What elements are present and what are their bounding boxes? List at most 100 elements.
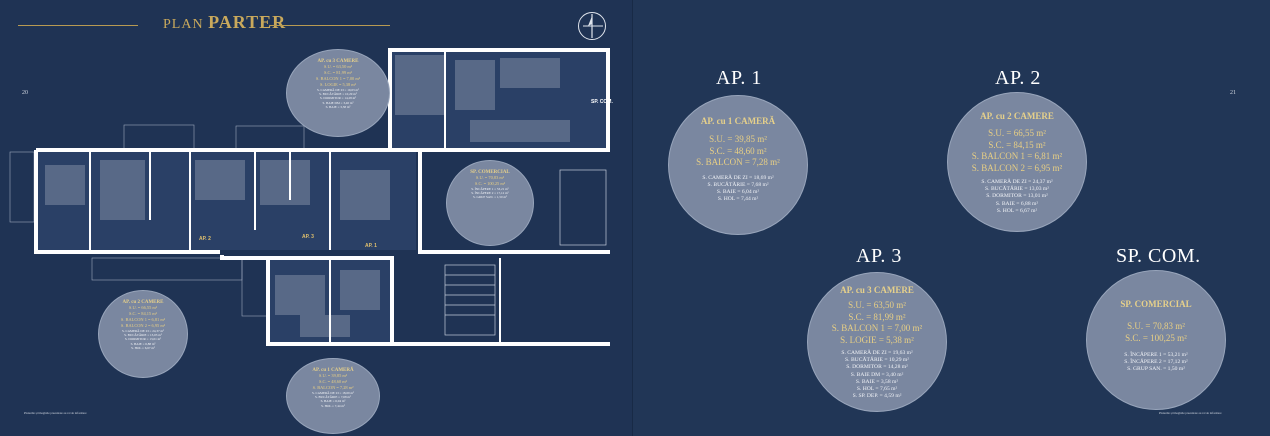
info-circle-spcom: SP. COMERCIAL S.U. = 70,83 m² S.C. = 100… [1086,270,1226,410]
page-title: PLAN PARTER [18,10,390,38]
circle-room: S. BAIE DM = 3,40 m² [322,100,354,105]
circle-sc: S.C. = 100,25 m² [1125,332,1187,343]
balcony-ap3 [235,125,305,151]
circle-room: S. ÎNCĂPERE 1 = 53,21 m² [1124,352,1188,358]
circle-room: S. BUCĂTĂRIE = 7,68 m² [707,181,769,188]
circle-room: S. HOL = 7,65 m² [856,386,898,393]
terrace-lower-left [91,257,243,281]
circle-room: S. CAMERĂ DE ZI = 24,37 m² [121,329,165,333]
circle-su: S.U. = 66,55 m² [128,305,158,310]
circle-balcon: S. BALCON = 7,28 m² [312,385,354,390]
circle-room: S. BUCĂTĂRIE = 13,03 m² [124,333,162,338]
circle-room: S. BAIE = 6,04 m² [320,399,346,404]
page-number-left: 20 [22,90,28,96]
compass-icon [578,12,606,40]
circle-sc: S.C. = 84,15 m² [988,139,1046,150]
plan-label-ap1: AP. 1 [365,243,377,249]
balcony-ap1 [241,257,269,317]
circle-room: S. BAIE = 6,04 m² [716,188,760,195]
circle-sc: S.C. = 81,99 m² [324,70,352,75]
title-rule-left [18,25,138,26]
circle-title: AP. cu 3 CAMERE [317,59,359,64]
circle-room: S. BAIE = 6,88 m² [995,200,1039,207]
circle-room: S. DORMITOR = 13,01 m² [986,193,1048,200]
circle-logie: S. LOGIE = 5,38 m² [320,82,356,87]
heading-ap2: AP. 2 [995,67,1041,89]
plan-label-ap3: AP. 3 [302,234,314,240]
balcony-ap2 [123,124,195,151]
circle-title: AP. cu 2 CAMERE [980,111,1054,121]
circle-su: S.U. = 63,50 m² [323,64,353,69]
circle-room: S. CAMERĂ DE ZI = 18,69 m² [702,174,774,181]
circle-room: S. SP. DEP. = 4,59 m² [852,393,902,400]
info-circle-ap2-small: AP. cu 2 CAMERE S.U. = 66,55 m² S.C. = 8… [98,290,188,378]
circle-balcon: S. BALCON 1 = 6,81 m² [120,317,166,322]
plan-label-spcom: SP. COM. [591,99,613,105]
circle-room: S. CAMERĂ DE ZI = 19,63 m² [316,88,360,92]
heading-ap3: AP. 3 [856,245,902,267]
info-circle-ap1: AP. cu 1 CAMERĂ S.U. = 39,85 m² S.C. = 4… [668,95,808,235]
circle-room: S. GRUP SAN. = 1,50 m² [1127,366,1185,373]
title-rule-right [270,25,390,26]
circle-room: S. HOL = 7,44 m² [321,403,345,408]
circle-title: SP. COMERCIAL [1120,299,1192,309]
circle-room: S. BUCĂTĂRIE = 7,68 m² [314,395,351,400]
info-circle-ap1-small: AP. cu 1 CAMERĂ S.U. = 39,85 m² S.C. = 4… [286,358,380,434]
circle-room: S. BUCĂTĂRIE = 10,29 m² [319,92,357,97]
info-circle-ap3-small: AP. cu 3 CAMERE S.U. = 63,50 m² S.C. = 8… [286,49,390,137]
circle-balcon: S. BALCON 1 = 7,00 m² [315,76,361,81]
circle-room: S. DORMITOR = 14,28 m² [319,96,357,101]
circle-room: S. BAIE = 3,58 m² [855,378,899,385]
circle-room: S. CAMERĂ DE ZI = 18,69 m² [311,391,355,395]
circle-room: S. BAIE = 3,58 m² [325,104,351,109]
circle-room: S. BUCĂTĂRIE = 13,03 m² [985,186,1049,193]
circle-sc: S.C. = 48,60 m² [709,145,767,156]
circle-balcon: S. BALCON 2 = 6,95 m² [971,162,1063,173]
circle-room: S. BAIE = 6,88 m² [130,341,156,346]
circle-sc: S.C. = 84,15 m² [129,311,157,316]
circle-sc: S.C. = 48,60 m² [319,379,347,384]
circle-logie: S. LOGIE = 5,38 m² [840,334,914,345]
circle-room: S. ÎNCĂPERE 1 = 53,21 m² [471,187,509,191]
heading-spcom: SP. COM. [1116,245,1201,267]
circle-balcon: S. BALCON 2 = 6,95 m² [120,323,166,328]
circle-su: S.U. = 66,55 m² [988,128,1046,138]
circle-room: S. HOL = 7,44 m² [717,196,759,203]
info-circle-ap3: AP. cu 3 CAMERE S.U. = 63,50 m² S.C. = 8… [807,272,947,412]
circle-room: S. ÎNCĂPERE 2 = 17,12 m² [1124,359,1188,366]
left-page: PLAN PARTER 20 Planurile și imaginile pr… [0,0,633,436]
circle-room: S. BUCĂTĂRIE = 10,29 m² [845,357,909,364]
circle-title: AP. cu 1 CAMERĂ [700,116,776,126]
circle-title: AP. cu 1 CAMERĂ [312,368,354,373]
heading-ap1: AP. 1 [716,67,762,89]
circle-room: S. DORMITOR = 13,01 m² [124,337,162,342]
circle-su: S.U. = 39,85 m² [709,134,767,144]
info-circle-spcom-small: SP. COMERCIAL S.U. = 70,83 m² S.C. = 100… [446,160,534,246]
circle-room: S. GRUP SAN. = 1,50 m² [472,195,508,200]
info-circle-ap2: AP. cu 2 CAMERE S.U. = 66,55 m² S.C. = 8… [947,92,1087,232]
circle-su: S.U. = 63,50 m² [848,300,906,310]
circle-room: S. HOL = 6,67 m² [996,207,1038,214]
circle-sc: S.C. = 81,99 m² [848,311,906,322]
circle-su: S.U. = 70,83 m² [1127,321,1185,331]
right-page: 21 Planurile și imaginile prezentate au … [633,0,1270,436]
wall-sp-right [418,150,610,254]
footer-note-right: Planurile și imaginile prezentate au rol… [1159,411,1222,415]
circle-room: S. CAMERĂ DE ZI = 19,63 m² [841,350,913,356]
floor-plan [9,48,610,346]
circle-title: AP. cu 2 CAMERE [122,300,164,305]
circle-room: S. ÎNCĂPERE 2 = 17,12 m² [471,191,509,196]
circle-su: S.U. = 70,83 m² [475,175,505,180]
balcony-left [9,151,35,223]
footer-note-left: Planurile și imaginile prezentate au rol… [24,411,87,415]
plan-parter-title: PLAN PARTER [163,12,287,32]
circle-room: S. CAMERĂ DE ZI = 24,37 m² [981,179,1053,185]
circle-balcon: S. BALCON 1 = 6,81 m² [971,151,1063,161]
circle-balcon: S. BALCON = 7,28 m² [696,157,780,167]
plan-label-ap2: AP. 2 [199,236,211,242]
circle-room: S. DORMITOR = 14,28 m² [846,364,908,371]
circle-title: SP. COMERCIAL [470,170,510,175]
circle-room: S. BAIE DM = 3,40 m² [850,371,904,378]
circle-room: S. HOL = 6,67 m² [131,345,155,350]
wall-spcom [388,48,610,152]
